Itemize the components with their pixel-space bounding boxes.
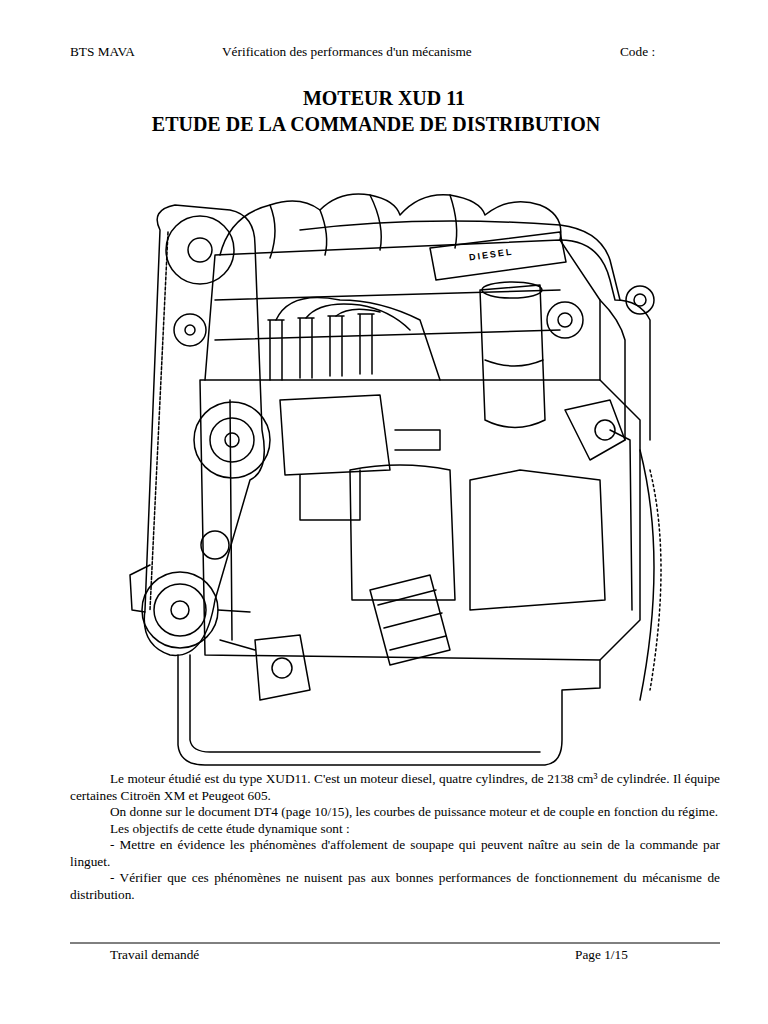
bullet-item: - Vérifier que ces phénomènes ne nuisent… [70, 870, 720, 903]
page-subtitle: ETUDE DE LA COMMANDE DE DISTRIBUTION [0, 112, 760, 136]
engine-marking: DIESEL [466, 243, 516, 266]
paragraph: Les objectifs de cette étude dynamique s… [70, 821, 720, 838]
footer-text: Travail demandé [110, 947, 199, 963]
footer-text: Page 1/15 [575, 947, 628, 963]
page-title: MOTEUR XUD 11 [0, 86, 768, 110]
header-text: Vérification des performances d'un mécan… [222, 44, 472, 60]
paragraph: On donne sur le document DT4 (page 10/15… [70, 804, 720, 821]
paragraph: Le moteur étudié est du type XUD11. C'es… [70, 771, 720, 804]
header-text: Code : [620, 44, 655, 60]
header-text: BTS MAVA [70, 44, 135, 60]
text-body: Le moteur étudié est du type XUD11. C'es… [70, 771, 720, 903]
bullet-item: - Mettre en évidence les phénomènes d'af… [70, 837, 720, 870]
